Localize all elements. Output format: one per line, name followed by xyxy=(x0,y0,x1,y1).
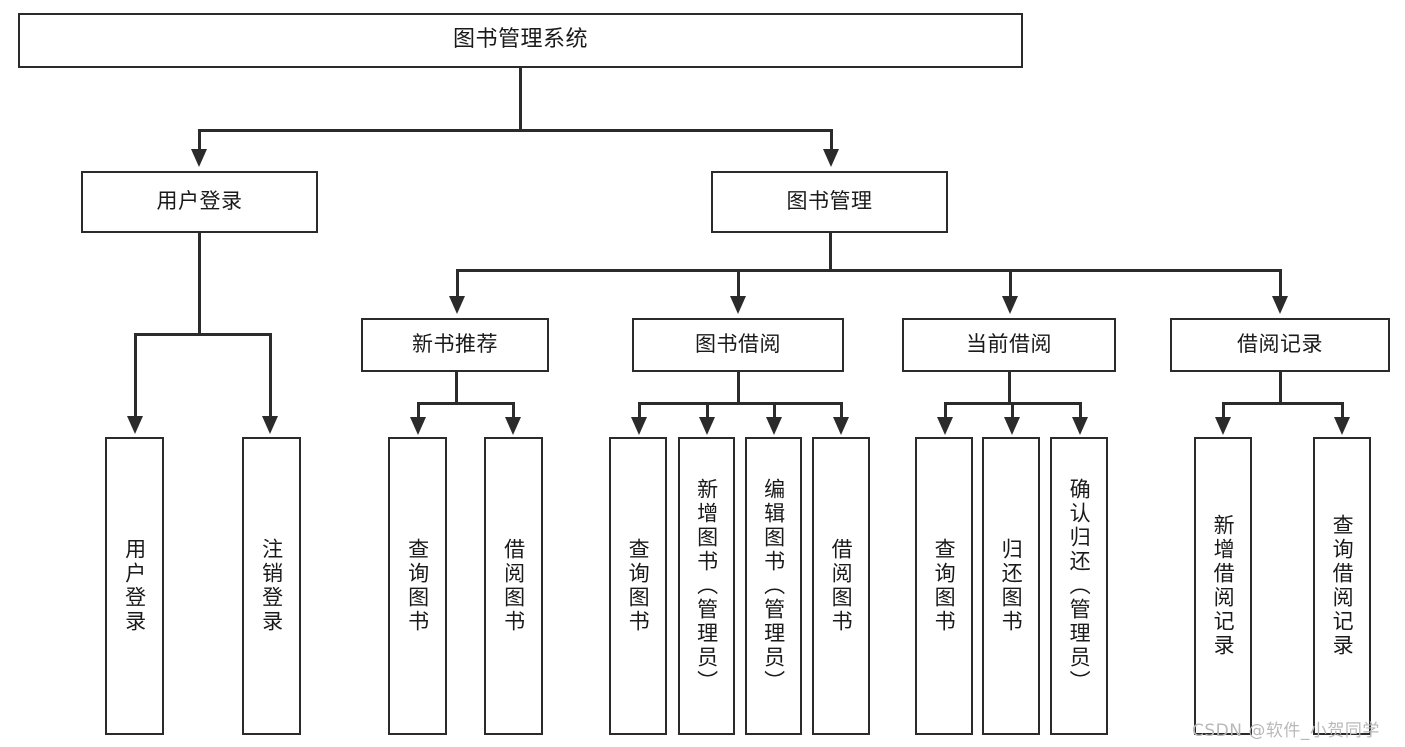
node-label: 编辑图书（管理员） xyxy=(761,478,786,694)
connector-level3-bus xyxy=(456,269,1282,272)
leaf-book-borrow-query-book[interactable]: 查询图书 xyxy=(609,437,667,735)
node-label: 查询图书 xyxy=(405,538,430,634)
leaf-borrow-record-add-record[interactable]: 新增借阅记录 xyxy=(1194,437,1252,735)
connector-new-book-leaf1 xyxy=(417,402,420,418)
connector-book-borrow-leaf1 xyxy=(638,402,641,418)
node-label: 注销登录 xyxy=(259,538,284,634)
connector-to-current-borrow xyxy=(1009,269,1012,297)
arrow-new-book-leaf2 xyxy=(505,417,521,435)
node-user-login[interactable]: 用户登录 xyxy=(81,171,318,233)
arrow-root-to-book-management xyxy=(823,149,839,167)
node-label: 借阅记录 xyxy=(1237,332,1323,357)
arrow-borrow-record-leaf1 xyxy=(1215,417,1231,435)
connector-root-stem xyxy=(519,68,522,130)
node-label: 新增借阅记录 xyxy=(1211,514,1236,658)
connector-borrow-record-leaf2 xyxy=(1341,402,1344,418)
arrow-root-to-user-login xyxy=(191,149,207,167)
arrow-borrow-record-leaf2 xyxy=(1334,417,1350,435)
connector-current-borrow-leaf1 xyxy=(944,402,947,418)
node-label: 查询图书 xyxy=(626,538,651,634)
leaf-new-book-borrow-book[interactable]: 借阅图书 xyxy=(484,437,543,735)
connector-user-login-stem xyxy=(198,233,201,335)
connector-to-new-book-recommend xyxy=(456,269,459,297)
arrow-book-borrow-leaf3 xyxy=(766,417,782,435)
node-book-borrow[interactable]: 图书借阅 xyxy=(632,318,844,372)
node-label: 图书借阅 xyxy=(695,332,781,357)
connector-current-borrow-leaf3 xyxy=(1079,402,1082,418)
node-label: 借阅图书 xyxy=(501,538,526,634)
leaf-borrow-record-query-record[interactable]: 查询借阅记录 xyxy=(1313,437,1371,735)
node-book-management[interactable]: 图书管理 xyxy=(711,171,948,233)
connector-user-login-leaf1 xyxy=(134,333,137,417)
node-current-borrow[interactable]: 当前借阅 xyxy=(902,318,1116,372)
node-label: 用户登录 xyxy=(122,538,147,634)
connector-book-management-stem xyxy=(829,233,832,271)
connector-book-borrow-stem xyxy=(737,372,740,404)
arrow-to-current-borrow xyxy=(1002,296,1018,314)
connector-borrow-record-bus xyxy=(1222,402,1342,405)
node-label: 新书推荐 xyxy=(412,332,498,357)
connector-borrow-record-stem xyxy=(1279,372,1282,404)
connector-current-borrow-leaf2 xyxy=(1011,402,1014,418)
node-label: 当前借阅 xyxy=(966,332,1052,357)
connector-book-borrow-leaf3 xyxy=(773,402,776,418)
connector-new-book-bus xyxy=(417,402,512,405)
node-label: 用户登录 xyxy=(156,189,243,214)
connector-book-borrow-leaf2 xyxy=(706,402,709,418)
node-label: 借阅图书 xyxy=(829,538,854,634)
arrow-book-borrow-leaf2 xyxy=(699,417,715,435)
connector-root-bus xyxy=(198,129,832,132)
connector-book-borrow-leaf4 xyxy=(840,402,843,418)
node-new-book-recommend[interactable]: 新书推荐 xyxy=(361,318,549,372)
connector-current-borrow-stem xyxy=(1008,372,1011,404)
connector-book-borrow-bus xyxy=(638,402,841,405)
arrow-current-borrow-leaf3 xyxy=(1072,417,1088,435)
connector-borrow-record-leaf1 xyxy=(1222,402,1225,418)
leaf-new-book-query-book[interactable]: 查询图书 xyxy=(388,437,447,735)
connector-root-to-user-login xyxy=(198,129,201,151)
arrow-book-borrow-leaf4 xyxy=(833,417,849,435)
arrow-user-login-leaf1 xyxy=(127,416,143,434)
node-label: 查询图书 xyxy=(932,538,957,634)
connector-new-book-leaf2 xyxy=(512,402,515,418)
node-label: 归还图书 xyxy=(999,538,1024,634)
node-label: 图书管理 xyxy=(786,189,873,214)
leaf-book-borrow-add-book-admin[interactable]: 新增图书（管理员） xyxy=(678,437,735,735)
leaf-book-borrow-borrow-book[interactable]: 借阅图书 xyxy=(812,437,870,735)
arrow-current-borrow-leaf2 xyxy=(1004,417,1020,435)
leaf-current-borrow-return-book[interactable]: 归还图书 xyxy=(982,437,1040,735)
node-label: 确认归还（管理员） xyxy=(1067,478,1092,694)
connector-user-login-bus xyxy=(134,333,271,336)
node-label: 查询借阅记录 xyxy=(1330,514,1355,658)
leaf-current-borrow-confirm-return-admin[interactable]: 确认归还（管理员） xyxy=(1050,437,1108,735)
arrow-book-borrow-leaf1 xyxy=(631,417,647,435)
leaf-current-borrow-query-book[interactable]: 查询图书 xyxy=(915,437,973,735)
arrow-new-book-leaf1 xyxy=(410,417,426,435)
leaf-book-borrow-edit-book-admin[interactable]: 编辑图书（管理员） xyxy=(745,437,802,735)
arrow-to-new-book-recommend xyxy=(449,296,465,314)
arrow-to-book-borrow xyxy=(730,296,746,314)
arrow-user-login-leaf2 xyxy=(262,416,278,434)
node-borrow-record[interactable]: 借阅记录 xyxy=(1170,318,1390,372)
node-root-book-management-system[interactable]: 图书管理系统 xyxy=(18,13,1023,68)
connector-new-book-stem xyxy=(455,372,458,404)
connector-to-borrow-record xyxy=(1279,269,1282,297)
connector-root-to-book-management xyxy=(830,129,833,151)
leaf-user-login[interactable]: 用户登录 xyxy=(105,437,164,735)
leaf-logout[interactable]: 注销登录 xyxy=(242,437,301,735)
node-label: 图书管理系统 xyxy=(452,27,588,53)
connector-user-login-leaf2 xyxy=(269,333,272,417)
node-label: 新增图书（管理员） xyxy=(694,478,719,694)
arrow-to-borrow-record xyxy=(1272,296,1288,314)
arrow-current-borrow-leaf1 xyxy=(937,417,953,435)
connector-to-book-borrow xyxy=(737,269,740,297)
